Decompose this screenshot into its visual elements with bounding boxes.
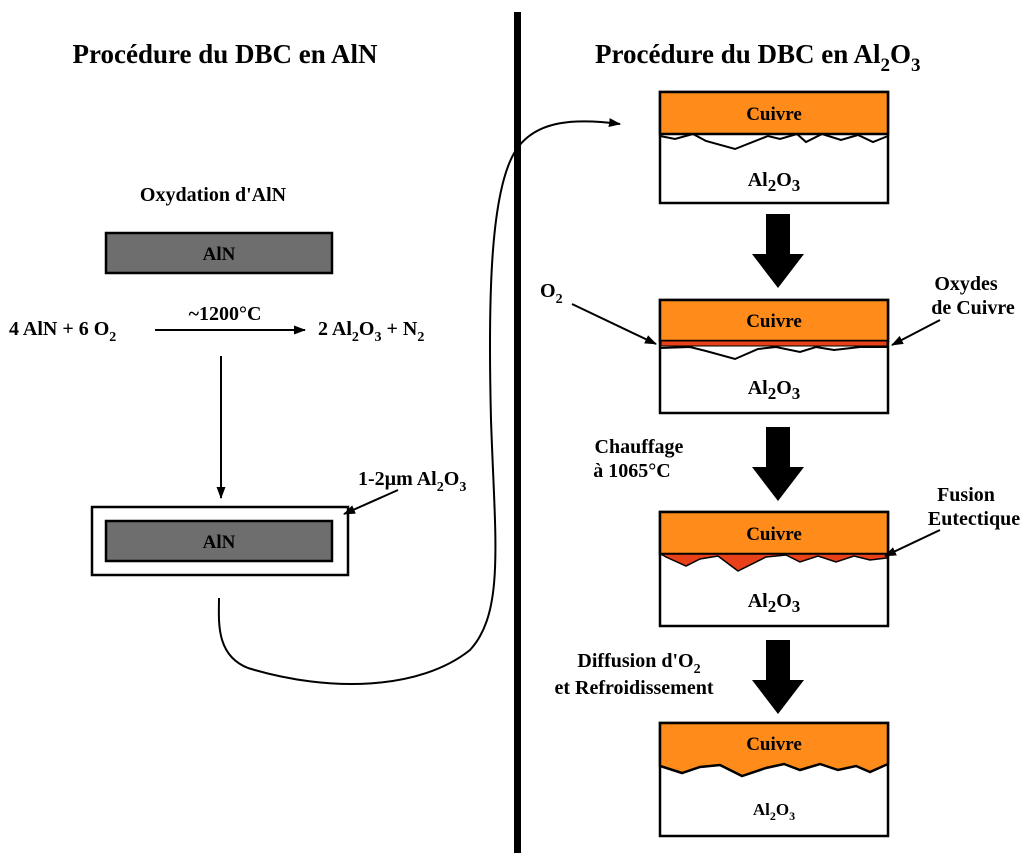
copper-oxides-label-line2: de Cuivre bbox=[931, 297, 1015, 319]
stage-4-substrate-label: Al2O3 bbox=[753, 800, 795, 823]
layer-annotation-arrow bbox=[343, 489, 399, 515]
reaction-rhs: 2 Al2O3 + N2 bbox=[318, 318, 424, 345]
aln-block-label: AlN bbox=[203, 244, 236, 265]
fusion-arrow bbox=[884, 529, 941, 557]
stage-1-substrate-label: Al2O3 bbox=[748, 169, 801, 195]
process-arrow-3 bbox=[752, 640, 804, 714]
left-title: Procédure du DBC en AlN bbox=[72, 39, 378, 69]
stage-2-rough-interface bbox=[659, 345, 888, 361]
stage-2-substrate-label: Al2O3 bbox=[748, 377, 801, 403]
stage-2-copper bbox=[658, 298, 890, 343]
stage-1-assembly: Cuivre Al2O3 bbox=[658, 90, 890, 205]
stage-3-substrate-label: Al2O3 bbox=[748, 590, 801, 616]
oxidation-step-label: Oxydation d'AlN bbox=[140, 184, 287, 206]
heating-label-line1: Chauffage bbox=[595, 436, 684, 458]
o2-arrow bbox=[571, 303, 657, 345]
heating-label-line2: à 1065°C bbox=[593, 460, 670, 482]
stage-2-assembly: Cuivre Al2O3 bbox=[658, 298, 890, 415]
fusion-label-line1: Fusion bbox=[937, 484, 995, 506]
center-divider bbox=[514, 12, 521, 853]
stage-4-assembly: Cuivre Al2O3 bbox=[658, 721, 890, 838]
stage-2-copper-label: Cuivre bbox=[746, 311, 802, 332]
copper-oxides-label-line1: Oxydes bbox=[934, 273, 998, 295]
oxidized-aln-block bbox=[104, 519, 334, 563]
stage-4-bonded-copper bbox=[658, 721, 890, 778]
process-arrow-1 bbox=[752, 214, 804, 288]
process-arrow-2 bbox=[752, 427, 804, 501]
o2-label: O2 bbox=[540, 280, 563, 307]
stage-3-copper bbox=[658, 510, 890, 556]
right-title: Procédure du DBC en Al2O3 bbox=[595, 39, 921, 76]
diffusion-label-line2: et Refroidissement bbox=[554, 677, 713, 699]
stage-3-assembly: Cuivre Al2O3 bbox=[658, 510, 890, 628]
layer-thickness-label: 1-2µm Al2O3 bbox=[358, 468, 466, 495]
stage-1-rough-interface bbox=[659, 132, 889, 151]
fusion-label-line2: Eutectique bbox=[928, 508, 1020, 530]
oxidized-aln-label: AlN bbox=[203, 532, 236, 553]
reaction-condition: ~1200°C bbox=[189, 303, 262, 325]
stage-2-oxide-layer bbox=[660, 340, 888, 347]
stage-1-copper-label: Cuivre bbox=[746, 104, 802, 125]
aln-block bbox=[104, 231, 334, 275]
stage-3-copper-label: Cuivre bbox=[746, 524, 802, 545]
copper-oxides-arrow bbox=[891, 319, 941, 346]
stage-1-copper bbox=[658, 90, 890, 136]
reaction-lhs: 4 AlN + 6 O2 bbox=[9, 318, 116, 345]
stage-3-eutectic-melt bbox=[658, 553, 888, 572]
transfer-curve-arrow bbox=[217, 118, 621, 685]
stage-4-copper-label: Cuivre bbox=[746, 734, 802, 755]
diffusion-label-line1: Diffusion d'O2 bbox=[577, 650, 700, 677]
